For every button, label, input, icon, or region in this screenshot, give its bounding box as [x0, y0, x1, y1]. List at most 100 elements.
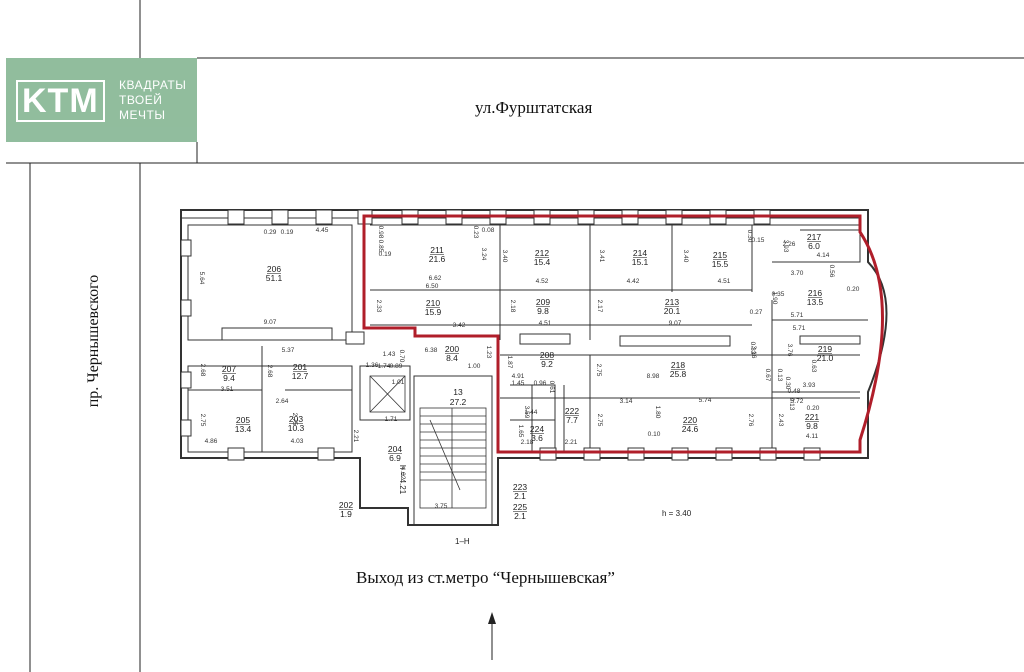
dimension-label: 2.76 [747, 414, 754, 427]
dimension-label: 2.68 [199, 364, 206, 377]
room-area: 6.0 [808, 241, 820, 251]
dimension-label: 6.62 [429, 275, 442, 282]
partitions [221, 327, 861, 347]
room-number: 216 [808, 288, 822, 298]
dimension-label: 4.02 [399, 467, 406, 480]
dimension-label: 0.29 [264, 229, 277, 236]
dimension-label: 1.71 [385, 416, 398, 423]
dimension-label: 4.42 [627, 278, 640, 285]
dimension-label: 2.18 [521, 439, 534, 446]
dimension-label: 5.64 [198, 272, 205, 285]
dimension-label: 2.17 [596, 300, 603, 313]
room-number: 212 [535, 248, 549, 258]
room-area: 2.1 [514, 511, 526, 521]
room-area: 10.3 [288, 423, 305, 433]
dimension-label: 6.50 [426, 283, 439, 290]
room-area: 9.4 [223, 373, 235, 383]
room-area: 9.8 [806, 421, 818, 431]
lift-height: h = 4.21 [398, 465, 407, 495]
room-number: 207 [222, 364, 236, 374]
room-number: 222 [565, 406, 579, 416]
room-area: 21.6 [429, 254, 446, 264]
dimension-label: 0.96 [534, 380, 547, 387]
dimension-label: 0.85 [377, 240, 384, 253]
street-lines [6, 0, 1024, 672]
dimension-label: 2.75 [199, 414, 206, 427]
dimension-label: 0.35 [772, 291, 785, 298]
room-area: 9.8 [537, 306, 549, 316]
dimension-label: 3.72 [791, 398, 804, 405]
dimension-label: 2.21 [565, 439, 578, 446]
dimension-label: 3.40 [501, 250, 508, 263]
room-number: 211 [430, 245, 444, 255]
room-area: 12.7 [292, 371, 309, 381]
dimension-label: 1.80 [654, 406, 661, 419]
room-number: 202 [339, 500, 353, 510]
room-area: 13.4 [235, 424, 252, 434]
dimension-label: 3.51 [221, 386, 234, 393]
dimension-label: 2.26 [783, 241, 796, 248]
room-area: 8.4 [446, 353, 458, 363]
dimension-label: 5.71 [791, 312, 804, 319]
dimension-label: 1.00 [468, 363, 481, 370]
room-number: 223 [513, 482, 527, 492]
room-area: 3.6 [531, 433, 543, 443]
dimension-label: 4.45 [316, 227, 329, 234]
room-number: 218 [671, 360, 685, 370]
dimension-label: 9.07 [264, 319, 277, 326]
dimension-label: 2.43 [777, 414, 784, 427]
dimension-label: 3.40 [682, 250, 689, 263]
room-area: 15.9 [425, 307, 442, 317]
dimension-label: 3.41 [598, 250, 605, 263]
dimension-label: 3.76 [786, 344, 793, 357]
logo-mark: KTM [16, 80, 105, 122]
dimension-label: 2.75 [596, 414, 603, 427]
dimension-label: 0.48 [788, 388, 801, 395]
dimension-label: 0.63 [810, 360, 817, 373]
room-number: 219 [818, 344, 832, 354]
room-number: 200 [445, 344, 459, 354]
staircase [369, 375, 487, 509]
dimension-label: 4.86 [205, 438, 218, 445]
dimension-label: 0.30 [746, 230, 753, 243]
dimension-label: 3.59 [523, 406, 530, 419]
dimension-label: 2.18 [509, 300, 516, 313]
exit-arrow [488, 612, 496, 660]
highlighted-premises [362, 214, 884, 454]
section-label: 1–Н [455, 537, 470, 546]
dimension-label: 4.03 [291, 438, 304, 445]
dimension-label: 8.98 [647, 373, 660, 380]
dimension-label: 1.45 [512, 380, 525, 387]
room-area: 9.2 [541, 359, 553, 369]
stairs-number: 13 [453, 387, 463, 397]
logo-line-1: КВАДРАТЫ [119, 78, 187, 92]
dimension-label: 5.71 [793, 325, 806, 332]
dimension-label: 2.33 [375, 300, 382, 313]
room-area: 1.9 [340, 509, 352, 519]
room-area: 2.1 [514, 491, 526, 501]
dimension-label: 0.61 [548, 381, 555, 394]
dimension-label: 9.07 [669, 320, 682, 327]
room-area: 21.0 [817, 353, 834, 363]
dimension-label: 0.08 [482, 227, 495, 234]
dimension-label: 3.93 [803, 382, 816, 389]
room-number: 210 [426, 298, 440, 308]
dimension-label: 0.13 [788, 398, 795, 411]
room-area: 13.5 [807, 297, 824, 307]
dimension-label: 4.52 [536, 278, 549, 285]
street-left: пр. Чернышевского [85, 274, 102, 408]
dimension-label: 0.19 [281, 229, 294, 236]
dimension-label: 0.23 [472, 226, 479, 239]
dimension-label: 3.75 [435, 503, 448, 510]
dimension-label: 0.98 [377, 226, 384, 239]
dimension-label: 3.16 [750, 346, 757, 359]
logo-line-3: МЕЧТЫ [119, 108, 166, 122]
dimension-label: 0.13 [776, 369, 783, 382]
dimension-label: 3.14 [620, 398, 633, 405]
dimension-label: 4.11 [806, 433, 819, 440]
dimension-label: 1.23 [485, 346, 492, 359]
room-number: 214 [633, 248, 647, 258]
dimension-label: 4.14 [817, 252, 830, 259]
